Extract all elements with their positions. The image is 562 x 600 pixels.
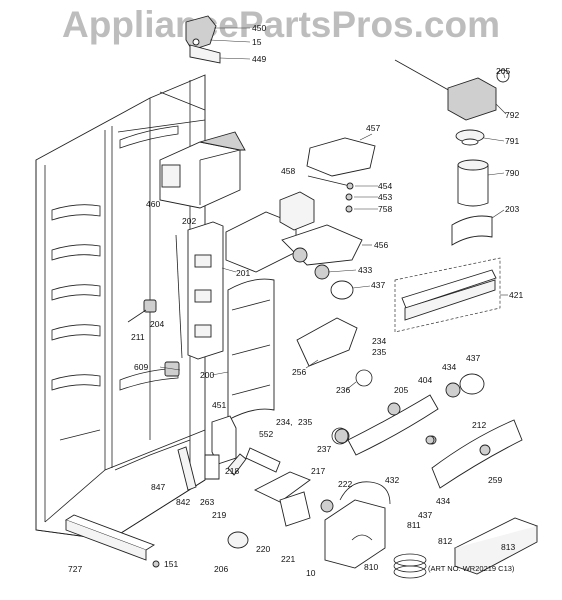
label-433: 433: [358, 265, 372, 275]
cover-plate-457: [306, 137, 376, 177]
label-10: 10: [306, 568, 316, 578]
label-151: 151: [164, 559, 178, 569]
label-460: 460: [146, 199, 160, 209]
label-790: 790: [505, 168, 519, 178]
label-202: 202: [182, 216, 196, 226]
label-200: 200: [200, 370, 214, 380]
label-451: 451: [212, 400, 226, 410]
label-237: 237: [317, 444, 331, 454]
control-board-421: [394, 257, 501, 333]
label-437-low: 437: [418, 510, 432, 520]
label-235-mid: 235: [298, 417, 312, 427]
label-842: 842: [176, 497, 190, 507]
label-234-mid: 234,: [276, 417, 293, 427]
label-217: 217: [311, 466, 325, 476]
label-792: 792: [505, 110, 519, 120]
label-205-mid: 205: [394, 385, 408, 395]
label-212: 212: [472, 420, 486, 430]
top-hinge-assembly: [185, 15, 251, 64]
label-205-top: 205: [496, 66, 510, 76]
cover-200: [227, 278, 275, 421]
label-221: 221: [281, 554, 295, 564]
label-437-top: 437: [371, 280, 385, 290]
label-454: 454: [378, 181, 392, 191]
label-727: 727: [68, 564, 82, 574]
cover-259: [427, 419, 523, 489]
dispenser-parts-458-456: [225, 191, 363, 273]
label-457: 457: [366, 123, 380, 133]
label-259: 259: [488, 475, 502, 485]
tray-256: [296, 317, 358, 367]
leader-lines: [159, 71, 508, 391]
label-456: 456: [374, 240, 388, 250]
label-204: 204: [150, 319, 164, 329]
label-810: 810: [364, 562, 378, 572]
cover-813: [453, 517, 539, 575]
label-219: 219: [212, 510, 226, 520]
spring-454: [307, 175, 378, 213]
label-791: 791: [505, 136, 519, 146]
label-552: 552: [259, 429, 273, 439]
label-218: 218: [225, 466, 239, 476]
label-15: 15: [252, 37, 262, 47]
label-203: 203: [505, 204, 519, 214]
label-434-low: 434: [436, 496, 450, 506]
label-847: 847: [151, 482, 165, 492]
label-211: 211: [131, 332, 145, 342]
label-434-top: 434: [442, 362, 456, 372]
air-duct-460: [159, 131, 246, 209]
filter-assembly: [394, 59, 510, 246]
label-256: 256: [292, 367, 306, 377]
lower-cover-404: [347, 394, 439, 456]
label-458: 458: [281, 166, 295, 176]
lower-mechanism: [177, 415, 350, 549]
label-609: 609: [134, 362, 148, 372]
label-811: 811: [407, 520, 421, 530]
label-813: 813: [501, 542, 515, 552]
label-263: 263: [200, 497, 214, 507]
label-201: 201: [236, 268, 250, 278]
label-449: 449: [252, 54, 266, 64]
label-453: 453: [378, 192, 392, 202]
label-758: 758: [378, 204, 392, 214]
part-labels: 450 15 449 205 792 791 790 203 457 460 4…: [68, 23, 523, 578]
label-450: 450: [252, 23, 266, 33]
grille-727: [64, 514, 160, 568]
lamp-434-437: [445, 373, 485, 398]
label-234-top: 234: [372, 336, 386, 346]
water-tubing: [324, 481, 427, 579]
label-437-right: 437: [466, 353, 480, 363]
label-236: 236: [336, 385, 350, 395]
art-number: (ART NO. WR20219 C13): [428, 564, 515, 573]
label-812: 812: [438, 536, 452, 546]
lamp-433-437: [314, 264, 354, 300]
label-404: 404: [418, 375, 432, 385]
dispenser-housing-201: [175, 221, 224, 360]
label-421: 421: [509, 290, 523, 300]
label-432: 432: [385, 475, 399, 485]
label-220: 220: [256, 544, 270, 554]
label-206: 206: [214, 564, 228, 574]
small-parts: [127, 299, 435, 513]
label-235-top: 235: [372, 347, 386, 357]
label-222: 222: [338, 479, 352, 489]
